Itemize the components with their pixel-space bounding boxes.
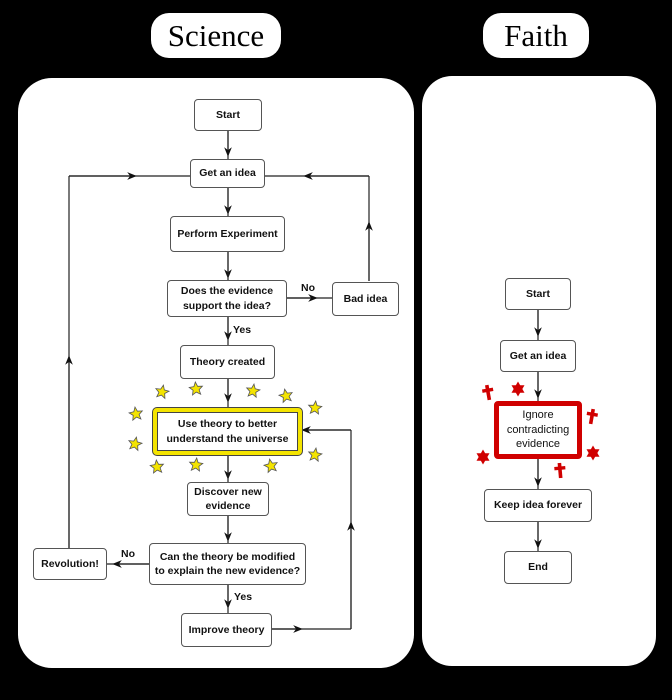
node-label-line: Can the theory be modified bbox=[159, 550, 296, 563]
star-icon bbox=[277, 388, 294, 404]
node-label-line: to explain the new evidence? bbox=[154, 565, 301, 577]
star-icon bbox=[245, 383, 261, 399]
node-label-line: evidence bbox=[515, 438, 561, 451]
crescent-icon bbox=[560, 381, 568, 397]
cross-icon bbox=[554, 462, 566, 479]
faith-end-node: End bbox=[504, 551, 572, 584]
star-icon bbox=[128, 406, 144, 422]
cross-icon bbox=[586, 408, 599, 425]
star-of-david-icon bbox=[511, 381, 525, 397]
faith-keep-idea-node: Keep idea forever bbox=[484, 489, 592, 522]
node-label: Improve theory bbox=[188, 623, 265, 636]
node-label: Theory created bbox=[189, 355, 266, 368]
star-icon bbox=[154, 384, 171, 400]
crescent-icon bbox=[475, 417, 483, 433]
node-label-line: understand the universe bbox=[166, 432, 289, 445]
star-of-david-icon bbox=[476, 449, 490, 465]
node-label-line: Does the evidence bbox=[180, 285, 274, 298]
star-icon bbox=[149, 458, 165, 474]
node-label: Revolution! bbox=[41, 557, 99, 570]
science-improve-node: Improve theory bbox=[181, 613, 272, 647]
science-start-node: Start bbox=[194, 99, 262, 131]
star-icon bbox=[307, 399, 323, 415]
faith-get-idea-node: Get an idea bbox=[500, 340, 576, 372]
node-label-line: support the idea? bbox=[182, 299, 272, 312]
science-title: Science bbox=[151, 13, 281, 58]
node-label: Perform Experiment bbox=[177, 227, 278, 240]
edge-label-yes: Yes bbox=[233, 324, 252, 336]
science-theory-created-node: Theory created bbox=[180, 345, 275, 379]
edge-label-no: No bbox=[121, 548, 135, 560]
node-label-line: Use theory to better bbox=[177, 418, 278, 431]
science-decision-modify-node: Can the theory be modified to explain the… bbox=[149, 543, 306, 585]
node-label-line: evidence bbox=[205, 500, 251, 512]
faith-title: Faith bbox=[483, 13, 589, 58]
node-label: Start bbox=[526, 287, 550, 300]
science-get-idea-node: Get an idea bbox=[190, 159, 265, 188]
node-label-line: Discover new bbox=[194, 485, 262, 498]
science-bad-idea-node: Bad idea bbox=[332, 282, 399, 316]
node-label: Start bbox=[216, 108, 240, 121]
science-discover-node: Discover new evidence bbox=[187, 482, 269, 516]
star-icon bbox=[262, 458, 279, 474]
edge-label-yes: Yes bbox=[234, 591, 253, 603]
node-label: Keep idea forever bbox=[493, 499, 583, 512]
faith-ignore-evidence-node: Ignore contradicting evidence bbox=[494, 401, 582, 459]
star-of-david-icon bbox=[586, 445, 600, 461]
science-revolution-node: Revolution! bbox=[33, 548, 107, 580]
star-icon bbox=[127, 436, 144, 452]
star-icon bbox=[307, 447, 323, 463]
edge-label-no: No bbox=[301, 282, 315, 294]
node-label: Get an idea bbox=[199, 167, 256, 180]
science-experiment-node: Perform Experiment bbox=[170, 216, 285, 252]
faith-start-node: Start bbox=[505, 278, 571, 310]
node-label: Get an idea bbox=[509, 349, 567, 362]
star-decorations bbox=[127, 380, 323, 474]
star-icon bbox=[188, 456, 204, 472]
cross-icon bbox=[481, 384, 494, 401]
religious-symbol-decorations bbox=[475, 381, 600, 479]
node-label-line: Ignore bbox=[522, 408, 554, 421]
crescent-icon bbox=[514, 462, 522, 478]
node-label-line: contradicting bbox=[506, 423, 570, 436]
node-label: End bbox=[528, 561, 548, 574]
star-icon bbox=[188, 380, 204, 396]
node-label: Bad idea bbox=[343, 292, 388, 305]
